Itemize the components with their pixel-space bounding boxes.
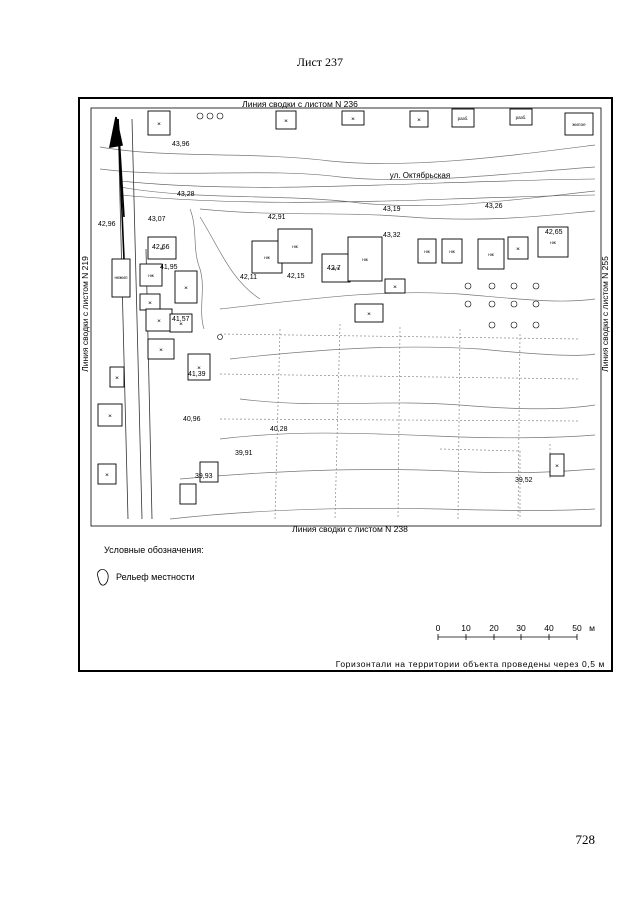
scale-unit: м [589, 623, 595, 633]
scale-bar [437, 634, 578, 640]
contour-interval-note: Горизонтали на территории объекта провед… [336, 659, 605, 669]
building-label: нежил [114, 275, 127, 280]
building-label: ж [159, 347, 162, 352]
building-label: нж [488, 252, 494, 257]
elevation-mark: 42,7 [327, 265, 341, 272]
building-label: нж [362, 257, 368, 262]
elevation-mark: 42,91 [268, 214, 286, 221]
building-label: ж [516, 246, 519, 251]
elevation-mark: 42,65 [545, 229, 563, 236]
elevation-mark: 43,28 [177, 191, 195, 198]
building-label: ж [284, 118, 287, 123]
building-label: ж [197, 365, 200, 370]
topographic-map: Линия сводки с листом N 236 Линия сводки… [78, 97, 613, 672]
elevation-mark: 43,19 [383, 206, 401, 213]
elevation-mark: 42,11 [240, 274, 257, 281]
edge-label-left: Линия сводки с листом N 219 [80, 256, 90, 372]
elevation-mark: 40,28 [270, 426, 288, 433]
street-edges [119, 178, 596, 203]
building-label: ж [115, 375, 118, 380]
building-label: ж [184, 285, 187, 290]
building-label: нж [449, 249, 455, 254]
building-label: разб. [458, 116, 469, 121]
buildings [97, 108, 594, 505]
street-name: ул. Октябрьская [390, 171, 450, 180]
elevation-mark: 42,96 [98, 221, 116, 228]
building-label: нж [550, 240, 556, 245]
building-label: жлк [332, 266, 340, 271]
elevation-mark: 39,93 [195, 473, 213, 480]
building-label: ж [105, 472, 108, 477]
elevation-mark: 43,32 [383, 232, 401, 239]
building-label: ж [393, 284, 396, 289]
building-label: ж [351, 116, 354, 121]
building-label: ж [160, 246, 163, 251]
elevation-mark: 43,07 [148, 216, 166, 223]
page-number: 728 [575, 832, 596, 847]
elevation-mark: 43,96 [172, 141, 190, 148]
elevation-mark: 41,57 [172, 316, 190, 323]
building-label: ж [157, 121, 160, 126]
elevation-mark: 39,52 [515, 477, 533, 484]
north-arrow-icon [108, 116, 125, 260]
building-label: нж [148, 273, 154, 278]
elevation-mark: 41,95 [160, 264, 178, 271]
building-label: жилое [572, 122, 586, 127]
elevation-mark: 40,96 [183, 416, 201, 423]
map-inner-border [90, 107, 602, 527]
building-labels: ж ж ж разб. разб. ж жилое нежил нж ж ж ж… [105, 115, 586, 477]
building-label: ж [555, 463, 558, 468]
scale-tick-label: 10 [461, 623, 471, 633]
scale-tick-label: 0 [436, 623, 441, 633]
building-label: разб. [516, 115, 527, 120]
building-label: нж [292, 244, 298, 249]
legend-title: Условные обозначения: [104, 545, 204, 555]
edge-label-right: Линия сводки с листом N 255 [600, 256, 610, 372]
building-label: ж [148, 300, 151, 305]
building-label: ж [157, 318, 160, 323]
building-label: ж [108, 413, 111, 418]
elevation-mark: 42,66 [152, 244, 170, 251]
legend-item-label: Рельеф местности [116, 572, 195, 582]
building-label: ж [179, 321, 182, 326]
relief-icon [97, 569, 109, 586]
building-label: нж [424, 249, 430, 254]
building-label: нж [264, 255, 270, 260]
edge-label-bottom: Линия сводки с листом N 238 [292, 524, 408, 534]
trees [196, 112, 540, 340]
building-label: ж [417, 117, 420, 122]
scale-tick-label: 30 [516, 623, 526, 633]
scale-tick-label: 40 [544, 623, 554, 633]
building-label: ж [367, 311, 370, 316]
sheet-title: Лист 237 [296, 55, 344, 69]
elevation-mark: 43,26 [485, 203, 503, 210]
scale-tick-label: 20 [489, 623, 499, 633]
scale-tick-label: 50 [572, 623, 582, 633]
elevation-mark: 41,39 [188, 371, 206, 378]
elevation-mark: 42,15 [287, 273, 305, 280]
elevation-mark: 39,91 [235, 450, 253, 457]
elevation-marks: 43,96 43,28 43,07 42,96 42,91 43,19 43,2… [98, 141, 563, 484]
edge-label-top: Линия сводки с листом N 236 [242, 99, 358, 109]
